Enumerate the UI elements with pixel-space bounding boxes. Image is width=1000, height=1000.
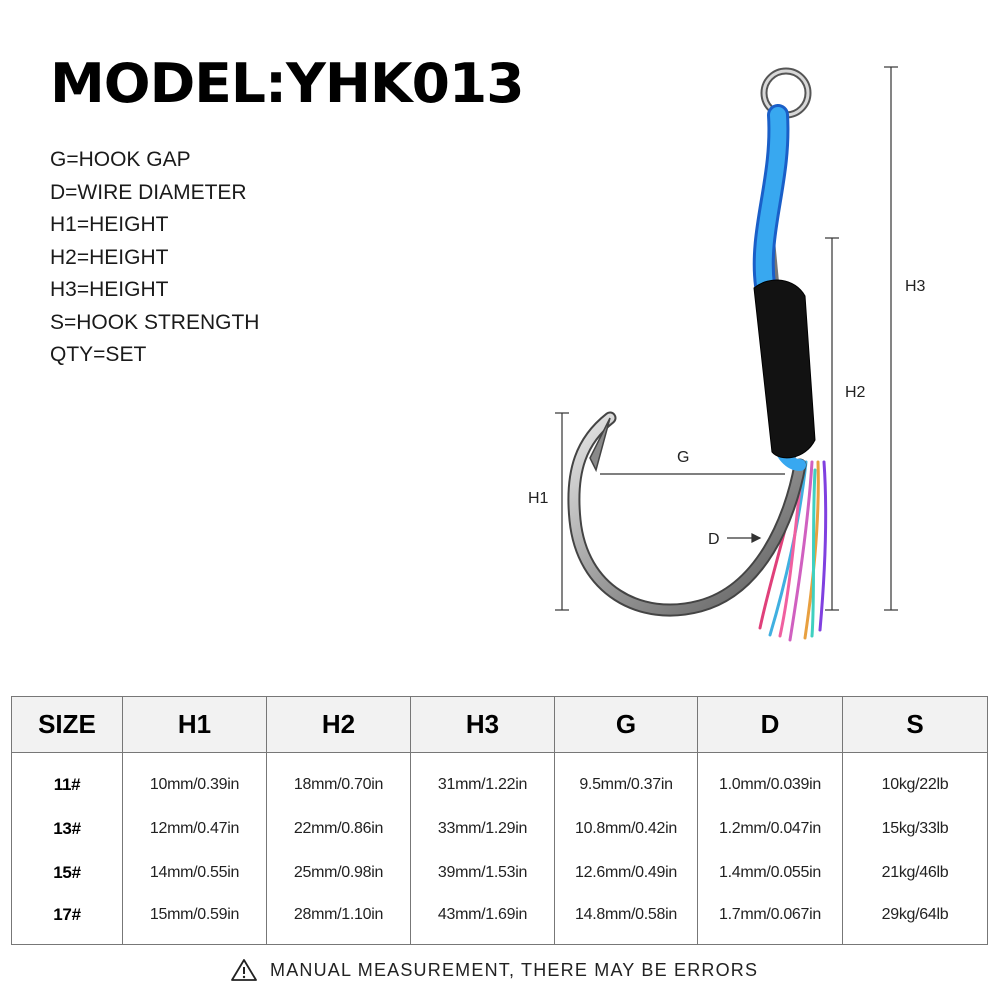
cell-h2: 22mm/0.86in (266, 806, 411, 851)
table-row: 11# 10mm/0.39in 18mm/0.70in 31mm/1.22in … (11, 752, 988, 807)
cell-h3: 33mm/1.29in (410, 806, 555, 851)
cell-size: 11# (11, 752, 123, 807)
cell-s: 10kg/22lb (842, 752, 988, 807)
cell-d: 1.7mm/0.067in (697, 894, 843, 945)
legend-item-d: D=WIRE DIAMETER (50, 180, 247, 204)
spec-table: SIZE H1 H2 H3 G D S 11# 10mm/0.39in 18mm… (11, 696, 988, 945)
cell-h3: 39mm/1.53in (410, 850, 555, 895)
cell-g: 10.8mm/0.42in (554, 806, 698, 851)
header-h3: H3 (410, 696, 555, 753)
label-d: D (708, 531, 720, 548)
cell-g: 14.8mm/0.58in (554, 894, 698, 945)
cell-h1: 12mm/0.47in (122, 806, 267, 851)
tinsel-skirt-icon (758, 460, 828, 642)
header-h1: H1 (122, 696, 267, 753)
legend-item-s: S=HOOK STRENGTH (50, 310, 260, 334)
cell-h2: 25mm/0.98in (266, 850, 411, 895)
cell-d: 1.4mm/0.055in (697, 850, 843, 895)
legend-item-g: G=HOOK GAP (50, 148, 191, 171)
cell-h2: 18mm/0.70in (266, 752, 411, 807)
table-header-row: SIZE H1 H2 H3 G D S (11, 696, 988, 753)
legend-item-h2: H2=HEIGHT (50, 245, 169, 269)
cell-size: 17# (11, 894, 123, 945)
cell-g: 9.5mm/0.37in (554, 752, 698, 807)
cell-h2: 28mm/1.10in (266, 894, 411, 945)
legend-item-h3: H3=HEIGHT (50, 278, 169, 301)
thread-wrap-icon (753, 279, 816, 459)
footer-text: MANUAL MEASUREMENT, THERE MAY BE ERRORS (270, 959, 759, 980)
cell-h3: 43mm/1.69in (410, 894, 555, 945)
cell-s: 21kg/46lb (842, 850, 988, 895)
label-h2: H2 (845, 384, 866, 401)
cell-h1: 10mm/0.39in (122, 752, 267, 807)
cell-h3: 31mm/1.22in (410, 752, 555, 807)
label-g: G (677, 449, 689, 466)
hook-diagram: H1 H2 H3 G D (528, 66, 926, 642)
cell-s: 29kg/64lb (842, 894, 988, 945)
dimension-lines (555, 66, 898, 611)
page-title: MODEL:YHK013 (50, 52, 525, 115)
cell-h1: 15mm/0.59in (122, 894, 267, 945)
label-h3: H3 (905, 278, 926, 295)
cell-s: 15kg/33lb (842, 806, 988, 851)
label-h1: H1 (528, 490, 549, 507)
table-row: 17# 15mm/0.59in 28mm/1.10in 43mm/1.69in … (11, 894, 988, 945)
table-row: 13# 12mm/0.47in 22mm/0.86in 33mm/1.29in … (11, 806, 988, 851)
header-size: SIZE (11, 696, 123, 753)
header-g: G (554, 696, 698, 753)
legend-list: G=HOOK GAP D=WIRE DIAMETER H1=HEIGHT H2=… (50, 144, 259, 372)
cell-size: 13# (11, 806, 123, 851)
cell-g: 12.6mm/0.49in (554, 850, 698, 895)
cell-d: 1.2mm/0.047in (697, 806, 843, 851)
header-s: S (842, 696, 988, 753)
cell-h1: 14mm/0.55in (122, 850, 267, 895)
table-row: 15# 14mm/0.55in 25mm/0.98in 39mm/1.53in … (11, 850, 988, 895)
legend-item-qty: QTY=SET (50, 343, 147, 366)
cell-d: 1.0mm/0.039in (697, 752, 843, 807)
footer-note: MANUAL MEASUREMENT, THERE MAY BE ERRORS (230, 958, 758, 982)
legend-item-h1: H1=HEIGHT (50, 213, 169, 236)
warning-icon (231, 959, 257, 981)
cell-size: 15# (11, 850, 123, 895)
header-d: D (697, 696, 843, 753)
header-h2: H2 (266, 696, 411, 753)
